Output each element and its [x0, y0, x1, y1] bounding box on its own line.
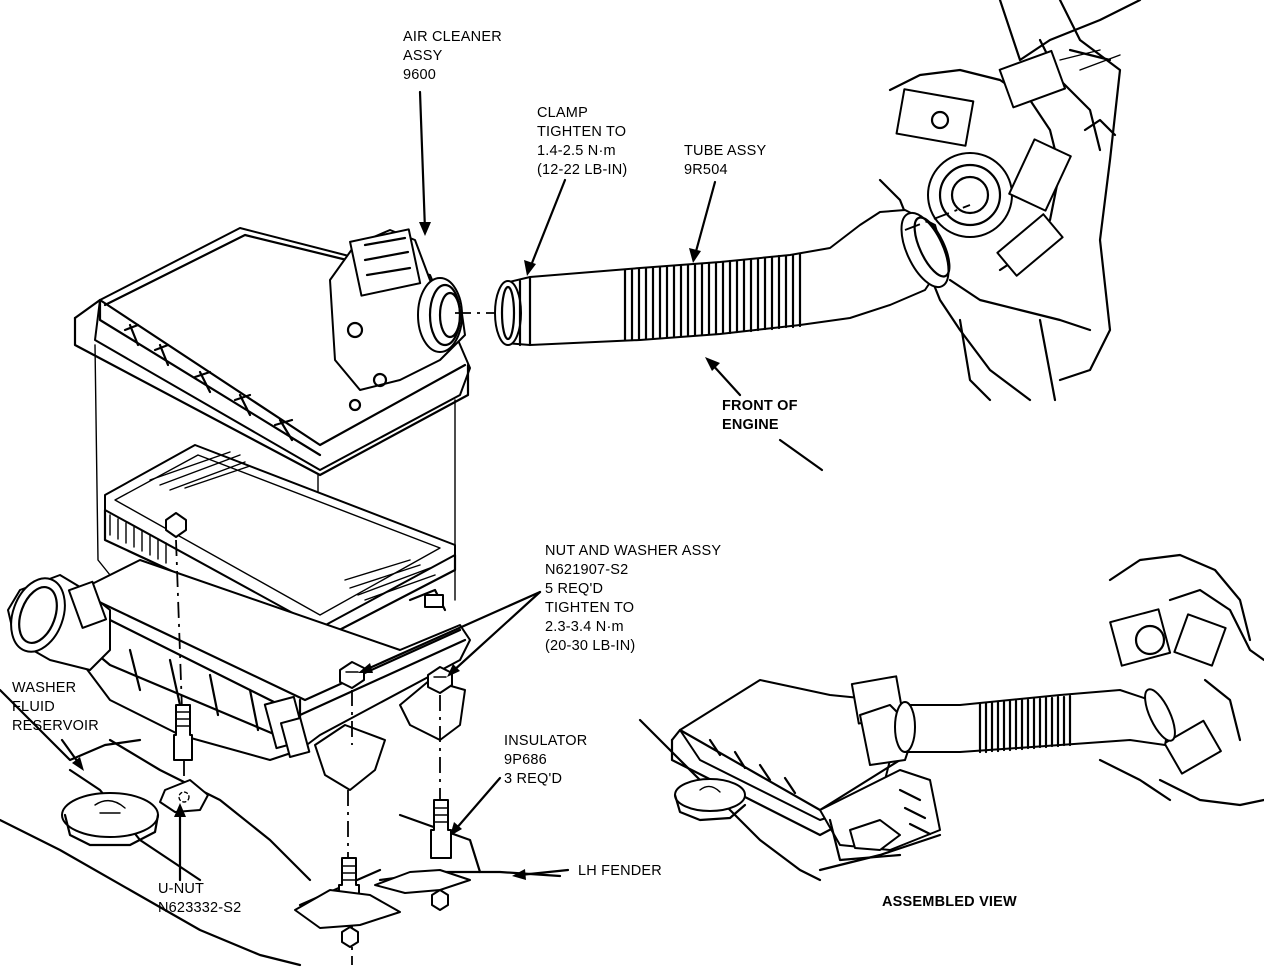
tube-assy-9r504 [494, 204, 971, 347]
lh-fender-and-reservoir [0, 688, 562, 967]
label-tube-assy: TUBE ASSY 9R504 [684, 143, 767, 178]
label-clamp: CLAMP TIGHTEN TO 1.4-2.5 N·m (12-22 LB-I… [537, 105, 628, 178]
label-lh-fender: LH FENDER [578, 863, 662, 879]
label-front-of-engine: FRONT OF ENGINE [722, 398, 798, 433]
assembled-view-drawing [638, 553, 1264, 882]
label-nut-and-washer-assy: NUT AND WASHER ASSY N621907-S2 5 REQ'D T… [545, 543, 722, 654]
label-washer-fluid-reservoir: WASHER FLUID RESERVOIR [12, 680, 99, 734]
air-cleaner-assy-9600 [7, 227, 495, 791]
label-air-cleaner-assy: AIR CLEANER ASSY 9600 [403, 29, 502, 83]
engine-throttle-body [878, 0, 1142, 402]
leader-lines [60, 90, 824, 882]
label-assembled-view: ASSEMBLED VIEW [882, 894, 1017, 910]
tube-corrugations [623, 252, 802, 342]
label-u-nut: U-NUT N623332-S2 [158, 881, 242, 916]
label-insulator: INSULATOR 9P686 3 REQ'D [504, 733, 588, 787]
